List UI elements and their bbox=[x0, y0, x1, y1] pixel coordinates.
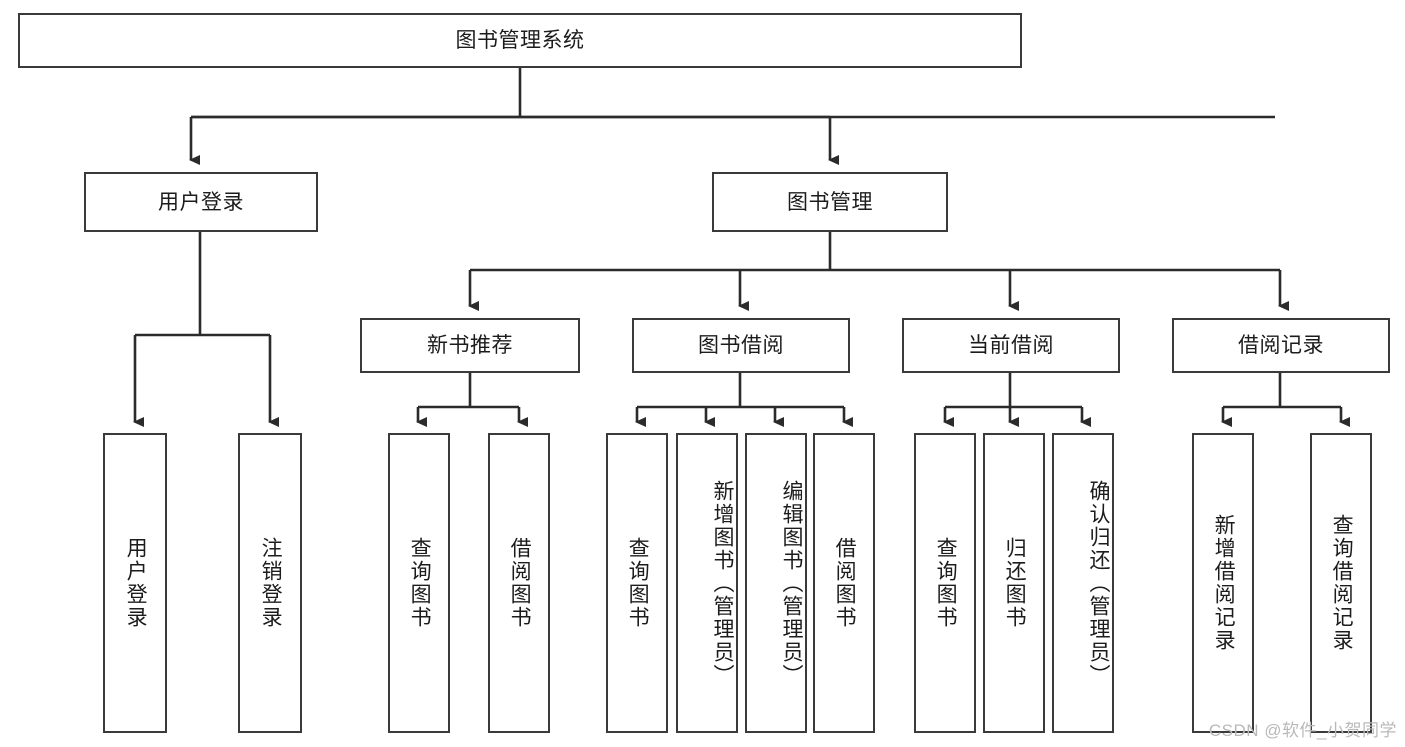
node-label: 新增借阅记录 bbox=[1212, 514, 1236, 652]
leaf-return-book[interactable]: 归还图书 bbox=[983, 433, 1045, 733]
node-label: 新书推荐 bbox=[427, 334, 513, 357]
node-label: 查询图书 bbox=[626, 537, 650, 629]
leaf-query-book-current[interactable]: 查询图书 bbox=[914, 433, 976, 733]
node-label: 用户登录 bbox=[158, 190, 244, 214]
node-root-system[interactable]: 图书管理系统 bbox=[18, 13, 1022, 68]
leaf-user-login[interactable]: 用户登录 bbox=[103, 433, 167, 733]
node-label: 当前借阅 bbox=[968, 334, 1054, 357]
node-label: 注销登录 bbox=[259, 537, 283, 629]
node-label: 查询图书 bbox=[408, 537, 432, 629]
leaf-add-book-admin[interactable]: 新增图书（管理员） bbox=[676, 433, 738, 733]
node-label: 查询借阅记录 bbox=[1330, 514, 1354, 652]
node-label: 图书管理系统 bbox=[455, 29, 585, 52]
node-label: 新增图书（管理员） bbox=[711, 479, 734, 687]
leaf-confirm-return-admin[interactable]: 确认归还（管理员） bbox=[1052, 433, 1114, 733]
node-label: 借阅图书 bbox=[508, 537, 532, 629]
watermark-text: CSDN @软件_小贺同学 bbox=[1208, 721, 1397, 740]
leaf-query-book-borrow[interactable]: 查询图书 bbox=[606, 433, 668, 733]
node-label: 借阅图书 bbox=[833, 537, 857, 629]
node-current-borrow[interactable]: 当前借阅 bbox=[902, 318, 1120, 373]
node-label: 借阅记录 bbox=[1238, 334, 1324, 357]
leaf-edit-book-admin[interactable]: 编辑图书（管理员） bbox=[745, 433, 807, 733]
leaf-borrow-book[interactable]: 借阅图书 bbox=[813, 433, 875, 733]
leaf-add-borrow-record[interactable]: 新增借阅记录 bbox=[1192, 433, 1254, 733]
leaf-query-borrow-record[interactable]: 查询借阅记录 bbox=[1310, 433, 1372, 733]
node-label: 编辑图书（管理员） bbox=[780, 479, 803, 687]
node-book-borrow[interactable]: 图书借阅 bbox=[632, 318, 850, 373]
node-borrow-record[interactable]: 借阅记录 bbox=[1172, 318, 1390, 373]
node-label: 查询图书 bbox=[934, 537, 958, 629]
node-new-book-recommend[interactable]: 新书推荐 bbox=[360, 318, 580, 373]
node-label: 确认归还（管理员） bbox=[1087, 479, 1110, 687]
leaf-borrow-book-recommend[interactable]: 借阅图书 bbox=[488, 433, 550, 733]
node-label: 图书借阅 bbox=[698, 334, 784, 357]
node-user-login[interactable]: 用户登录 bbox=[84, 172, 318, 232]
leaf-logout[interactable]: 注销登录 bbox=[238, 433, 302, 733]
node-label: 用户登录 bbox=[124, 537, 148, 629]
node-label: 归还图书 bbox=[1003, 537, 1027, 629]
leaf-query-book-recommend[interactable]: 查询图书 bbox=[388, 433, 450, 733]
node-label: 图书管理 bbox=[787, 190, 873, 214]
node-book-management[interactable]: 图书管理 bbox=[712, 172, 948, 232]
